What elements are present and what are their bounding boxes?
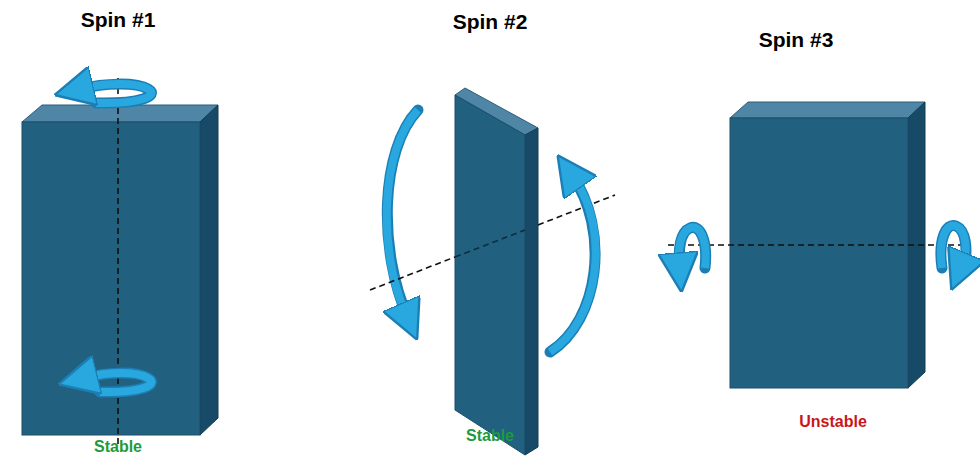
stability-label: Stable <box>94 438 142 456</box>
tall-block <box>22 78 218 448</box>
square-block <box>668 102 966 388</box>
stability-label: Unstable <box>799 413 867 431</box>
spin-title: Spin #2 <box>453 10 528 33</box>
thin-slab <box>370 88 615 455</box>
spin-title: Spin #3 <box>759 28 834 51</box>
spin-title: Spin #1 <box>81 8 156 31</box>
stability-label: Stable <box>466 427 514 445</box>
